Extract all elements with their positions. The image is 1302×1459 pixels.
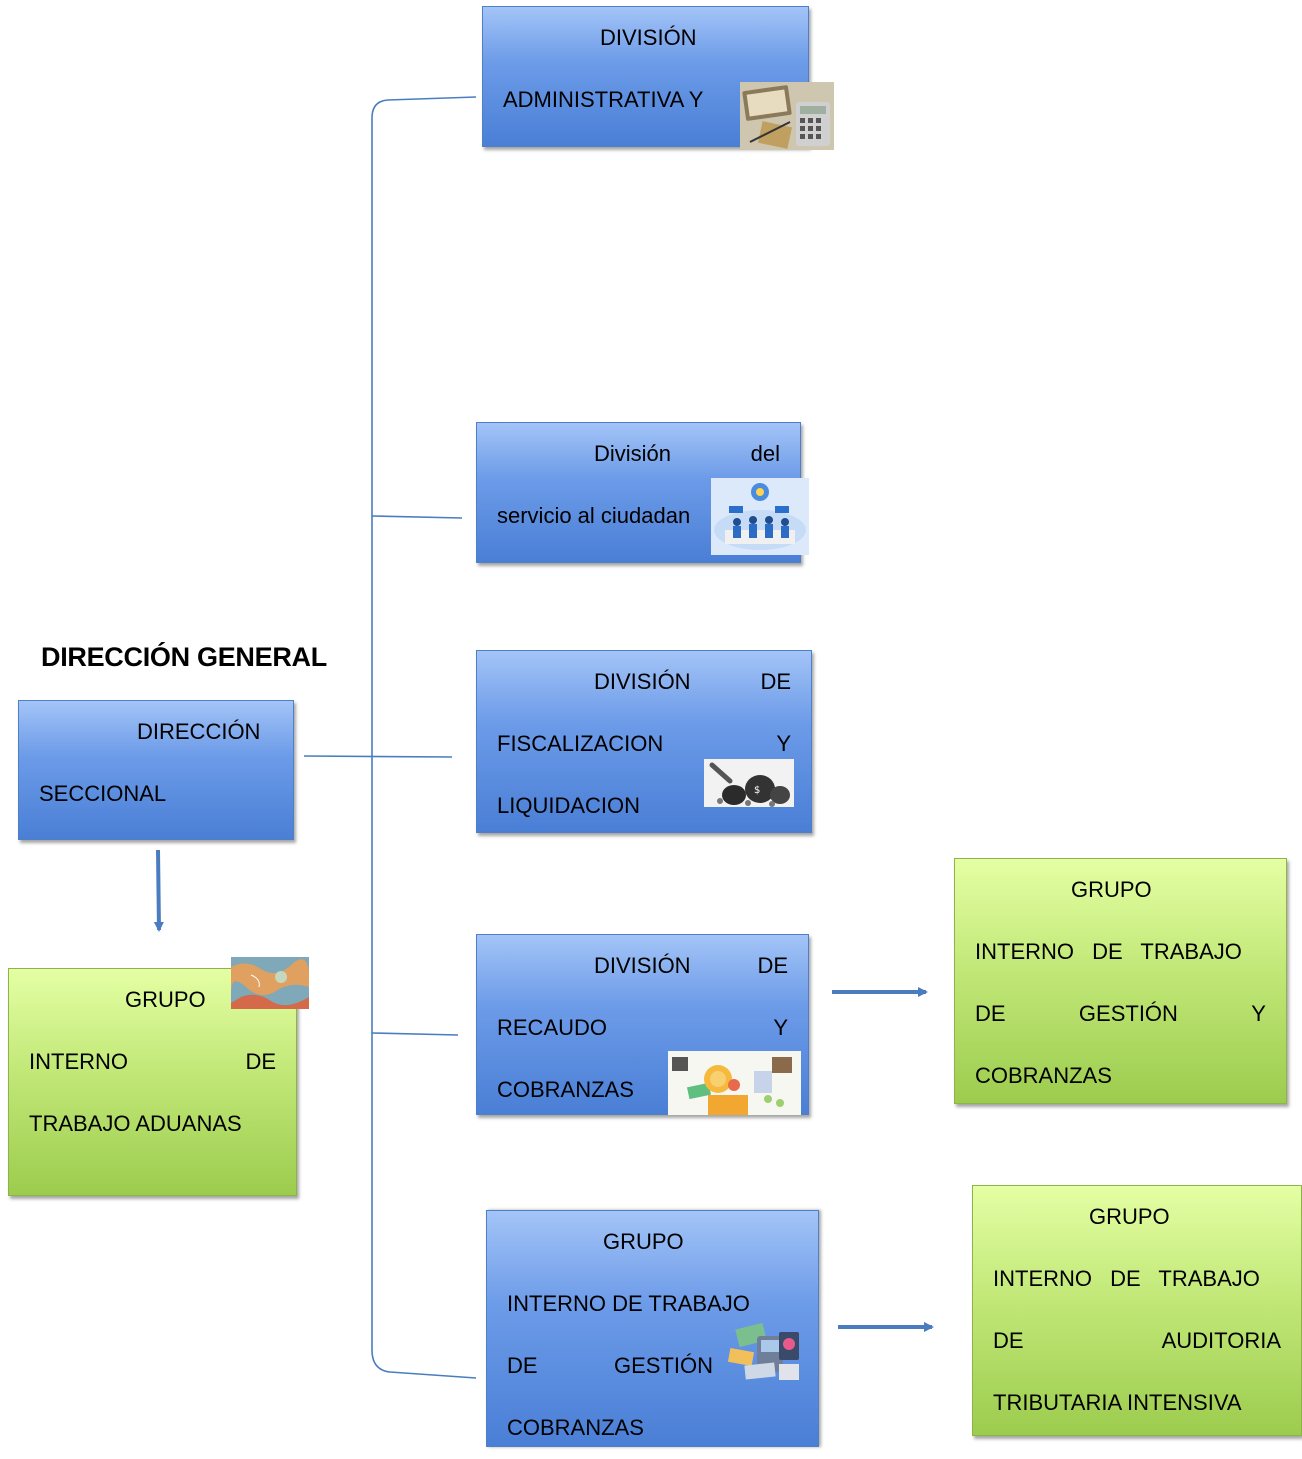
node-text: INTERNO bbox=[29, 1049, 128, 1074]
node-text: División bbox=[594, 441, 672, 466]
node-text-row: DIVISIÓN DE bbox=[497, 935, 788, 997]
customer-service-icon bbox=[711, 478, 809, 555]
node-text: RECAUDO bbox=[497, 1015, 608, 1040]
node-text: INTERNO DE TRABAJO bbox=[993, 1266, 1260, 1291]
node-direccion-seccional: DIRECCIÓN SECCIONAL bbox=[18, 700, 294, 840]
finance-collection-icon bbox=[668, 1051, 801, 1115]
node-text: GRUPO bbox=[1071, 877, 1152, 902]
node-text: DE bbox=[975, 1001, 1006, 1026]
node-text: DE bbox=[507, 1353, 538, 1378]
node-text: Y bbox=[1251, 1001, 1266, 1026]
node-text: Y bbox=[776, 731, 791, 756]
node-grupo-auditoria: GRUPO INTERNO DE TRABAJO DE AUDITORIA TR… bbox=[972, 1185, 1302, 1436]
node-text: DE bbox=[757, 953, 788, 978]
node-text: DE bbox=[760, 669, 791, 694]
node-text: DIVISIÓN bbox=[600, 25, 697, 50]
diagram-title: DIRECCIÓN GENERAL bbox=[41, 642, 327, 672]
node-text-row: DE GESTIÓN bbox=[507, 1335, 713, 1397]
node-text: SECCIONAL bbox=[39, 781, 167, 806]
node-grupo-gestion-y-cobranzas: GRUPO INTERNO DE TRABAJO DE GESTIÓN Y CO… bbox=[954, 858, 1287, 1104]
node-text: FISCALIZACION bbox=[497, 731, 664, 756]
node-text: ADMINISTRATIVA Y bbox=[503, 87, 704, 112]
calculator-money-icon bbox=[740, 82, 834, 150]
node-text: DIRECCIÓN bbox=[137, 719, 261, 744]
node-text: DE bbox=[993, 1328, 1024, 1353]
node-text-row: RECAUDO Y bbox=[497, 997, 788, 1059]
node-text: LIQUIDACION bbox=[497, 793, 641, 818]
node-text: INTERNO DE TRABAJO bbox=[507, 1291, 750, 1316]
payment-devices-icon bbox=[727, 1320, 805, 1386]
node-text: DIVISIÓN bbox=[594, 953, 691, 978]
node-text: GESTIÓN bbox=[613, 1353, 713, 1378]
node-text-row: División del bbox=[497, 423, 780, 485]
node-text: del bbox=[750, 441, 780, 466]
svg-text:$: $ bbox=[754, 785, 760, 796]
node-text: GRUPO bbox=[1089, 1204, 1170, 1229]
node-text: Y bbox=[773, 1015, 788, 1040]
node-text: INTERNO DE TRABAJO bbox=[975, 939, 1242, 964]
node-text: TRABAJO ADUANAS bbox=[29, 1111, 242, 1136]
node-text: AUDITORIA bbox=[1161, 1328, 1281, 1353]
world-map-icon bbox=[231, 957, 309, 1009]
money-bags-icon: $ bbox=[704, 759, 794, 807]
node-text-row: DIVISIÓN DE bbox=[497, 651, 791, 713]
node-text-row: DE GESTIÓN Y bbox=[975, 983, 1266, 1045]
node-text: GRUPO bbox=[603, 1229, 684, 1254]
node-text-row: DE AUDITORIA bbox=[993, 1310, 1281, 1372]
node-text: DIVISIÓN bbox=[594, 669, 691, 694]
node-text: GRUPO bbox=[125, 987, 206, 1012]
node-text: COBRANZAS bbox=[497, 1077, 634, 1102]
node-text: COBRANZAS bbox=[975, 1063, 1112, 1088]
node-text: DE bbox=[245, 1049, 276, 1074]
node-text: servicio al ciudadan bbox=[497, 503, 691, 528]
node-text-row: FISCALIZACION Y bbox=[497, 713, 791, 775]
node-text: GESTIÓN bbox=[1078, 1001, 1178, 1026]
node-text: TRIBUTARIA INTENSIVA bbox=[993, 1390, 1242, 1415]
node-text-row: INTERNO DE bbox=[29, 1031, 276, 1093]
node-text-row: INTERNO DE TRABAJO bbox=[975, 921, 1266, 983]
node-text: COBRANZAS bbox=[507, 1415, 644, 1440]
